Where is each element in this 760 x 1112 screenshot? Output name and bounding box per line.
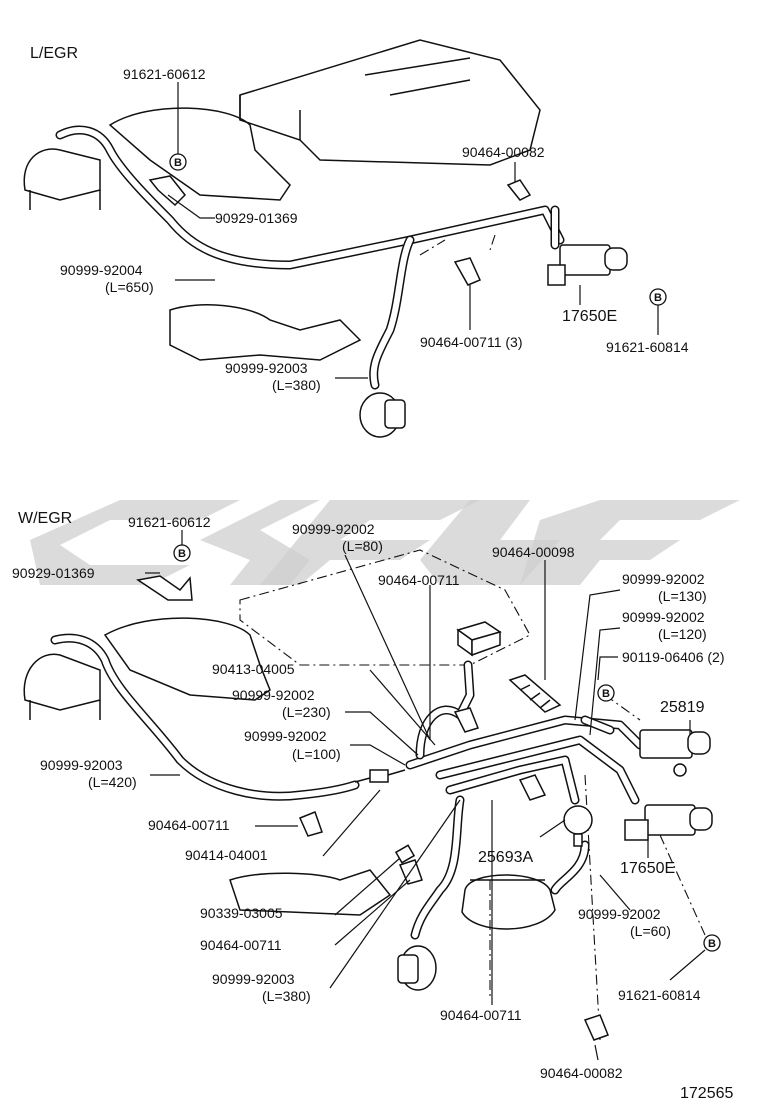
label-bottom-length-60: (L=60) — [630, 923, 671, 939]
label-top-90999-92004: 90999-92004 — [60, 262, 143, 278]
clamp-top-c — [453, 257, 482, 286]
label-top-90929-01369: 90929-01369 — [215, 210, 298, 226]
leader-lines-bottom — [145, 530, 706, 1061]
clamp-top-b — [506, 179, 532, 201]
label-bottom-91621-60814: 91621-60814 — [618, 987, 701, 1003]
svg-text:B: B — [178, 548, 186, 560]
label-bottom-17650e: 17650E — [620, 860, 675, 877]
hidden-line-top — [419, 234, 496, 256]
label-bottom-length-230: (L=230) — [282, 704, 331, 720]
label-bottom-90464-00711-top: 90464-00711 — [378, 572, 460, 588]
label-top-length-380: (L=380) — [272, 377, 321, 393]
circle-mark-top-b: B — [649, 288, 667, 306]
vsv-17650e-bottom — [624, 804, 713, 841]
plug-fitting — [394, 844, 416, 864]
circle-mark-bottom-b: B — [597, 684, 615, 702]
section-title-legr: L/EGR — [30, 45, 78, 62]
label-bottom-90339-03005: 90339-03005 — [200, 905, 283, 921]
label-bottom-90464-00711-left: 90464-00711 — [148, 817, 230, 833]
label-bottom-90414-04001: 90414-04001 — [185, 847, 268, 863]
label-bottom-length-130: (L=130) — [658, 588, 707, 604]
label-top-90464-00082: 90464-00082 — [462, 144, 545, 160]
clamp-array-00098 — [508, 674, 562, 713]
label-top-90999-92003: 90999-92003 — [225, 360, 308, 376]
label-top-17650e: 17650E — [562, 308, 617, 325]
actuator-top — [359, 392, 406, 438]
hose-bottom-main — [50, 633, 360, 801]
hose-bottom-bundle — [405, 660, 645, 940]
label-bottom-25693a: 25693A — [478, 849, 533, 866]
label-bottom-length-380: (L=380) — [262, 988, 311, 1004]
leader-lines-top — [167, 82, 659, 379]
drawing-number: 172565 — [680, 1085, 733, 1102]
svg-text:B: B — [708, 938, 716, 950]
label-bottom-90999-92002-120: 90999-92002 — [622, 609, 705, 625]
label-top-91621-60612: 91621-60612 — [123, 66, 206, 82]
vsv-25819 — [639, 729, 711, 777]
clamp-bottom-f — [583, 1014, 609, 1041]
label-bottom-91621-60612: 91621-60612 — [128, 514, 211, 530]
hose-top-secondary — [369, 205, 560, 390]
label-bottom-90413-04005: 90413-04005 — [212, 661, 295, 677]
label-top-91621-60814: 91621-60814 — [606, 339, 689, 355]
label-bottom-90119-06406: 90119-06406 (2) — [622, 649, 724, 665]
label-top-length-650: (L=650) — [105, 279, 154, 295]
circle-mark-bottom-a: B — [173, 544, 191, 562]
hose-top-main — [55, 125, 565, 270]
engine-outline-bottom — [23, 549, 556, 930]
circle-mark-bottom-c: B — [703, 934, 721, 952]
clamp-bottom-a — [136, 575, 193, 601]
clamp-bottom-c — [518, 774, 547, 801]
circle-mark-top-a: B — [169, 153, 187, 171]
engine-outline-top — [23, 39, 541, 361]
label-bottom-90999-92002-230: 90999-92002 — [232, 687, 315, 703]
label-bottom-90999-92003-420: 90999-92003 — [40, 757, 123, 773]
clamp-bottom-d — [298, 811, 323, 837]
label-bottom-90464-00711-mid: 90464-00711 — [200, 937, 282, 953]
label-bottom-90999-92002-100: 90999-92002 — [244, 728, 327, 744]
vacuum-modulator-25693a — [563, 805, 593, 847]
svg-text:B: B — [654, 292, 662, 304]
label-bottom-90999-92002-130: 90999-92002 — [622, 571, 705, 587]
tee-fitting — [354, 769, 406, 783]
clamp-top-a — [148, 175, 187, 207]
label-bottom-length-80: (L=80) — [342, 538, 383, 554]
label-bottom-90999-92003-380: 90999-92003 — [212, 971, 295, 987]
vsv-top — [547, 244, 628, 286]
label-bottom-90999-92002-60: 90999-92002 — [578, 906, 661, 922]
label-bottom-90464-00082: 90464-00082 — [540, 1065, 623, 1081]
label-bottom-length-100: (L=100) — [292, 746, 341, 762]
label-bottom-90464-00711-low: 90464-00711 — [440, 1007, 522, 1023]
label-bottom-length-120: (L=120) — [658, 626, 707, 642]
svg-text:B: B — [602, 688, 610, 700]
label-bottom-90999-92002-80: 90999-92002 — [292, 521, 375, 537]
label-bottom-length-420: (L=420) — [88, 774, 137, 790]
label-bottom-90464-00098: 90464-00098 — [492, 544, 575, 560]
clamp-bottom-b — [453, 707, 479, 733]
section-title-wegr: W/EGR — [18, 510, 72, 527]
actuator-bottom — [397, 945, 437, 991]
clamp-bottom-e — [398, 859, 423, 885]
watermark-logo — [30, 500, 740, 585]
label-bottom-90929-01369: 90929-01369 — [12, 565, 95, 581]
connector-box — [456, 621, 502, 657]
svg-text:B: B — [174, 157, 182, 169]
label-top-90464-00711: 90464-00711 (3) — [420, 334, 522, 350]
label-bottom-25819: 25819 — [660, 699, 705, 716]
